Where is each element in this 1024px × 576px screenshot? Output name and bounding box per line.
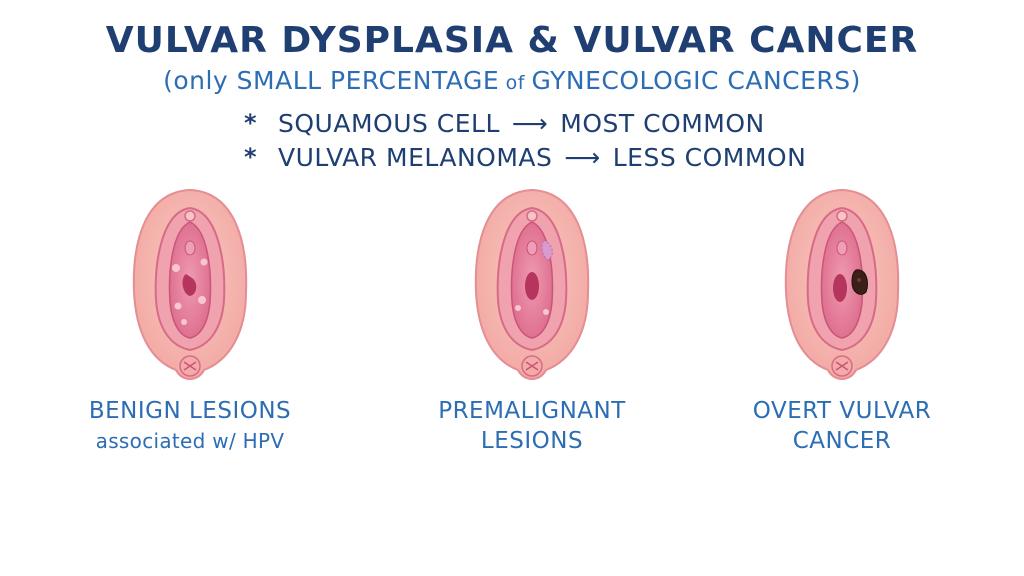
bullet-left-text: SQUAMOUS CELL [278, 108, 500, 138]
subtitle: (only SMALL PERCENTAGE of GYNECOLOGIC CA… [0, 66, 1024, 95]
illustration-overt-cancer [762, 182, 922, 392]
page-title: VULVAR DYSPLASIA & VULVAR CANCER [105, 20, 919, 61]
bullet-right-text: MOST COMMON [560, 108, 765, 138]
asterisk-icon: * [244, 109, 258, 137]
caption-subtitle: associated w/ HPV [95, 429, 285, 453]
caption-premalignant: PREMALIGNANT LESIONS [402, 396, 662, 456]
caption-title: BENIGN LESIONS [88, 398, 292, 424]
bullet-right-text: LESS COMMON [612, 142, 807, 172]
arrow-right-icon: ⟶ [564, 142, 601, 172]
subtitle-rest: GYNECOLOGIC CANCERS) [531, 66, 861, 95]
subtitle-open: (only [163, 66, 237, 95]
caption-subtitle: CANCER [792, 428, 892, 454]
bullet-left-text: VULVAR MELANOMAS [278, 142, 553, 172]
subtitle-of: of [499, 72, 532, 94]
bullet-list: * SQUAMOUS CELL ⟶ MOST COMMON * VULVAR M… [244, 106, 806, 174]
caption-title: OVERT VULVAR [752, 398, 932, 424]
subtitle-main: SMALL PERCENTAGE [236, 66, 500, 95]
caption-benign: BENIGN LESIONS associated w/ HPV [60, 396, 320, 456]
caption-title: PREMALIGNANT [438, 398, 626, 424]
arrow-right-icon: ⟶ [511, 108, 549, 138]
bullet-melanoma: * VULVAR MELANOMAS ⟶ LESS COMMON [244, 140, 806, 174]
caption-overt-cancer: OVERT VULVAR CANCER [712, 396, 972, 456]
bullet-squamous: * SQUAMOUS CELL ⟶ MOST COMMON [244, 106, 806, 140]
caption-subtitle: LESIONS [480, 428, 584, 454]
asterisk-icon: * [244, 143, 258, 171]
illustration-benign [110, 182, 270, 392]
illustration-premalignant [452, 182, 612, 392]
